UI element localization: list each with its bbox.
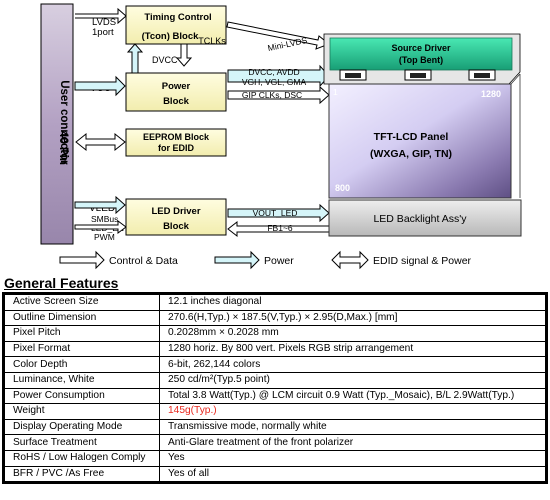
panel-title: TFT-LCD Panel bbox=[374, 131, 449, 143]
eeprom-block: EEPROM Block for EDID bbox=[125, 128, 227, 157]
panel-corner-1: 1 bbox=[333, 87, 338, 97]
eeprom-arrow bbox=[75, 132, 126, 152]
backlight-label: LED Backlight Ass'y bbox=[373, 213, 467, 225]
feature-parameter: BFR / PVC /As Free bbox=[4, 465, 160, 483]
led-driver-subtitle: Block bbox=[163, 221, 190, 232]
power-rails-label-1: DVCC, AVDD bbox=[248, 67, 299, 77]
source-driver-title: Source Driver bbox=[391, 43, 451, 53]
feature-value: 0.2028mm × 0.2028 mm bbox=[159, 325, 546, 342]
source-driver-subtitle: (Top Bent) bbox=[399, 55, 443, 65]
timing-control-title: Timing Control bbox=[144, 12, 211, 23]
dvcc-arrow: DVCC bbox=[126, 43, 193, 74]
feature-parameter: Surface Treatment bbox=[4, 434, 160, 451]
user-connector-pin-label: 40 Pin bbox=[57, 131, 69, 165]
legend-edid-arrow bbox=[331, 250, 369, 270]
feature-parameter: Color Depth bbox=[4, 356, 160, 373]
lvds-label: LVDS bbox=[92, 17, 116, 28]
legend-edid-label: EDID signal & Power bbox=[373, 255, 472, 267]
feature-parameter: RoHS / Low Halogen Comply bbox=[4, 449, 160, 467]
feature-value: Total 3.8 Watt(Typ.) @ LCM circuit 0.9 W… bbox=[159, 387, 546, 405]
legend-control-label: Control & Data bbox=[109, 255, 178, 267]
feature-value: 145g(Typ.) bbox=[159, 403, 546, 420]
feature-parameter: Outline Dimension bbox=[4, 309, 160, 327]
mini-lvds-arrow: Mini-LVDS bbox=[226, 21, 330, 53]
feature-value: 1280 horiz. By 800 vert. Pixels RGB stri… bbox=[159, 340, 546, 358]
feature-parameter: Pixel Pitch bbox=[4, 325, 160, 342]
fb-label: FB1~6 bbox=[267, 223, 293, 233]
vout-led-label: VOUT_LED bbox=[253, 208, 298, 218]
feature-value: 250 cd/m²(Typ.5 point) bbox=[159, 371, 546, 389]
fb-arrow: FB1~6 bbox=[227, 220, 330, 238]
timing-control-subtitle: (Tcon) Block bbox=[142, 31, 200, 42]
power-block-title: Power bbox=[162, 81, 191, 92]
led-backlight: LED Backlight Ass'y bbox=[328, 199, 522, 237]
legend-power-label: Power bbox=[264, 255, 294, 267]
eeprom-subtitle: for EDID bbox=[158, 143, 195, 153]
timing-control-block: Timing Control (Tcon) Block TCLKs bbox=[125, 5, 227, 46]
legend: Control & Data Power EDID signal & Power bbox=[59, 250, 472, 270]
gip-arrow: GIP CLKs, DSC bbox=[227, 85, 330, 105]
lvds-port-label: 1port bbox=[92, 27, 114, 38]
feature-parameter: Pixel Format bbox=[4, 340, 160, 358]
panel-corner-800: 800 bbox=[335, 183, 350, 193]
feature-parameter: Power Consumption bbox=[4, 387, 160, 405]
power-rails-label-2: VGH, VGL, GMA bbox=[242, 77, 307, 87]
pwm-label: PWM bbox=[94, 232, 115, 242]
legend-control-arrow bbox=[59, 250, 105, 270]
led-driver-block: LED Driver Block bbox=[125, 198, 227, 236]
feature-parameter: Weight bbox=[4, 403, 160, 420]
feature-value: Yes of all bbox=[159, 465, 546, 483]
feature-value: 12.1 inches diagonal bbox=[159, 294, 546, 311]
dvcc-label: DVCC bbox=[152, 55, 178, 65]
feature-value: 270.6(H,Typ.) × 187.5(V,Typ.) × 2.95(D,M… bbox=[159, 309, 546, 327]
source-driver: Source Driver (Top Bent) bbox=[323, 33, 521, 85]
general-features-title: General Features bbox=[4, 275, 119, 291]
user-connector: User connector 40 Pin 40 Pin bbox=[40, 3, 80, 245]
vout-led-arrow: VOUT_LED bbox=[227, 203, 330, 223]
feature-parameter: Display Operating Mode bbox=[4, 418, 160, 436]
vled-arrow bbox=[74, 195, 126, 215]
gip-label: GIP CLKs, DSC bbox=[242, 90, 302, 100]
eeprom-title: EEPROM Block bbox=[143, 132, 210, 142]
panel-subtitle: (WXGA, GIP, TN) bbox=[370, 148, 452, 160]
feature-value: Yes bbox=[159, 449, 546, 467]
vcc-arrow bbox=[74, 75, 126, 97]
power-block-subtitle: Block bbox=[163, 96, 190, 107]
smbus-arrow bbox=[74, 220, 127, 234]
tclks-label: TCLKs bbox=[198, 36, 226, 46]
led-driver-title: LED Driver bbox=[151, 206, 200, 217]
block-diagram: User connector 40 Pin 40 Pin LVDS 1port … bbox=[40, 3, 522, 270]
user-connector-label: User connector 40 Pin bbox=[58, 80, 80, 168]
feature-parameter: Luminance, White bbox=[4, 371, 160, 389]
feature-value: Transmissive mode, normally white bbox=[159, 418, 546, 436]
power-rails-arrow: DVCC, AVDD VGH, VGL, GMA bbox=[227, 64, 330, 88]
feature-value: 6-bit, 262,144 colors bbox=[159, 356, 546, 373]
smbus-label: SMBus bbox=[91, 214, 118, 224]
feature-value: Anti-Glare treatment of the front polari… bbox=[159, 434, 546, 451]
legend-power-arrow bbox=[214, 250, 260, 270]
feature-parameter: Active Screen Size bbox=[4, 294, 160, 311]
panel-corner-1280: 1280 bbox=[481, 89, 501, 99]
power-block: Power Block bbox=[125, 72, 227, 112]
tft-lcd-panel: 1 1280 TFT-LCD Panel (WXGA, GIP, TN) 800 bbox=[328, 73, 521, 199]
